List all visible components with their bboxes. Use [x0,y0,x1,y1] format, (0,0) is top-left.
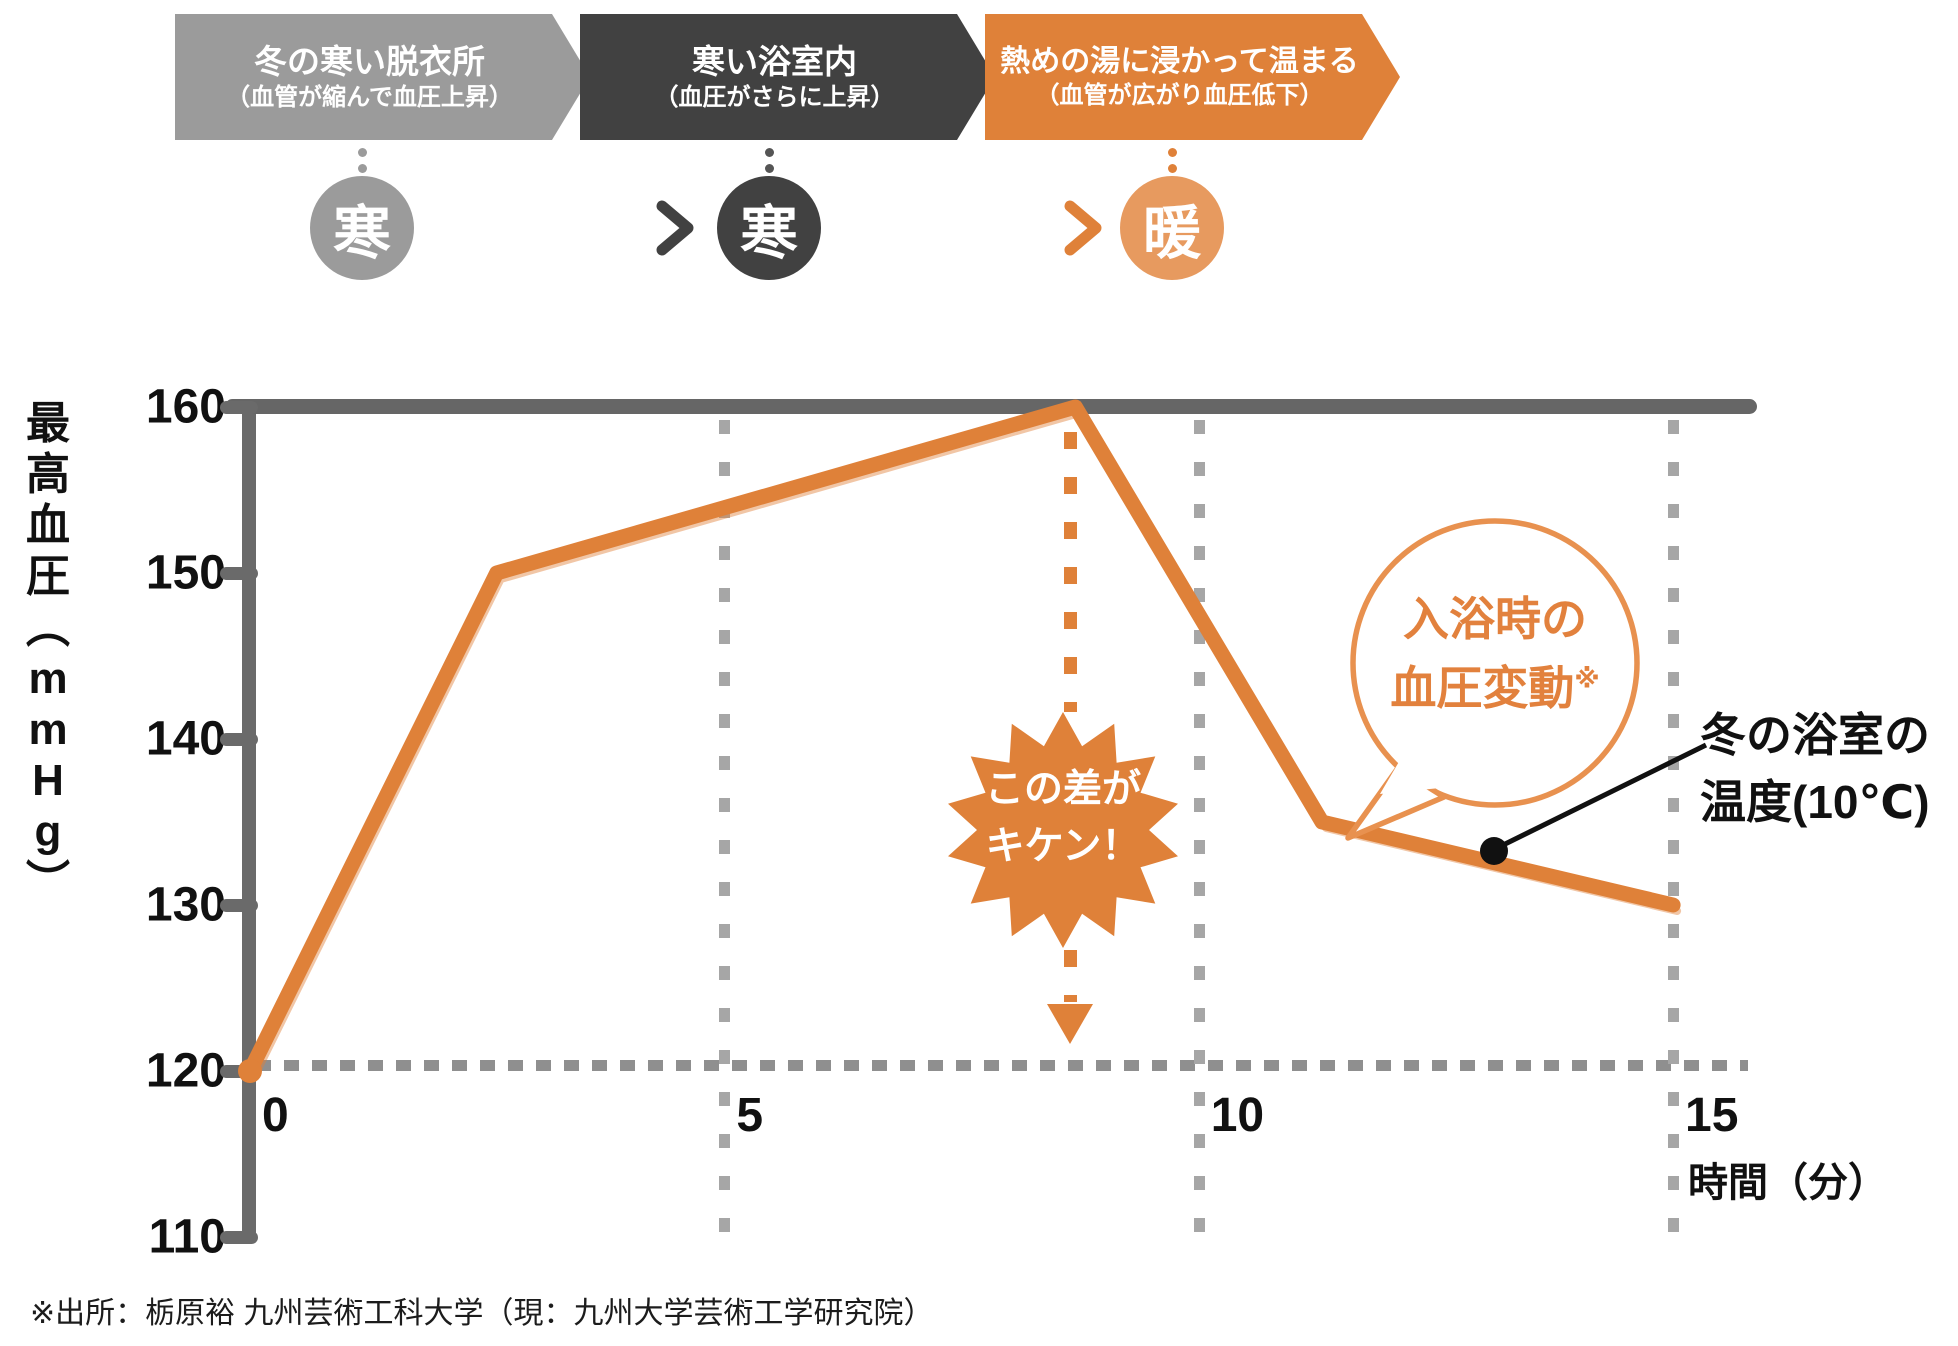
winter-bathroom-temp-label: 冬の浴室の 温度(10℃) [1700,702,1930,835]
y-tick-mark [220,733,258,746]
flow-step-subtitle: （血管が広がり血圧低下） [1035,82,1324,110]
danger-line1: この差が [984,768,1141,811]
x-axis-title: 時間（分） [1688,1161,1888,1205]
temp-line1: 冬の浴室の [1700,709,1930,761]
flow-step-title: 熱めの湯に浸かって温まる [1000,44,1359,78]
gridline-vertical [719,420,731,1252]
connector-dot [765,164,774,173]
flow-step-cold-dressing-room: 冬の寒い脱衣所 （血管が縮んで血圧上昇） [175,14,590,140]
speech-bubble-tail-cover [1380,760,1440,794]
y-tick-mark [220,899,258,912]
y-tick-label: 110 [148,1210,226,1264]
curve-start-point [238,1059,262,1083]
bubble-line2: 血圧変動 [1390,662,1575,714]
y-axis-title-char: 圧 [26,552,70,602]
flow-step-hot-bath: 熱めの湯に浸かって温まる （血管が広がり血圧低下） [985,14,1400,140]
y-axis-title-char: 高 [26,450,70,500]
y-axis-title-char: m [28,705,68,755]
arrow-cold-to-warm-icon [826,200,1102,256]
badge-cold-1: 寒 [310,176,414,280]
badge-label: 寒 [332,201,391,266]
y-tick-mark [220,401,258,414]
connector-dot [1168,148,1177,157]
x-tick-label: 10 [1210,1089,1265,1142]
y-tick-label: 120 [145,1044,226,1098]
gap-arrowhead-icon [1047,1004,1093,1044]
curve-series [242,399,1681,1079]
y-tick-label: 140 [145,712,226,766]
y-axis-title-char: m [28,654,68,704]
gridline-vertical [1193,420,1205,1252]
y-tick-label: 130 [145,878,226,932]
connector-dot [358,164,367,173]
flow-step-subtitle: （血圧がさらに上昇） [654,84,895,112]
flow-step-subtitle: （血管が縮んで血圧上昇） [226,84,513,112]
y-tick-label: 160 [145,380,226,434]
x-tick-label: 15 [1685,1089,1739,1142]
badge-warm: 暖 [1120,176,1224,280]
x-tick-label: 5 [736,1089,764,1142]
bubble-label: 入浴時の 血圧変動※ [1355,585,1635,723]
danger-label: この差が キケン！ [963,762,1163,875]
flow-step-title: 寒い浴室内 [692,42,857,80]
gap-dashed-line [1064,432,1077,712]
y-axis-title-char: g [34,807,62,857]
data-point-marker [1480,837,1508,865]
y-axis-title-char: H [32,756,64,806]
source-note: ※出所：栃原裕 九州芸術工科大学（現：九州大学芸術工学研究院） [30,1297,934,1330]
y-axis-title-char: 血 [26,501,70,551]
y-axis-line [242,399,256,1239]
flow-step-cold-bathroom: 寒い浴室内 （血圧がさらに上昇） [580,14,995,140]
danger-line2: キケン！ [985,824,1141,868]
gap-dashed-line [1064,950,1077,1002]
gridline-vertical [1668,420,1680,1252]
leader-line [1493,742,1708,852]
y-tick-label: 150 [145,546,226,600]
speech-bubble-circle [1350,518,1640,808]
x-tick-label: 0 [262,1089,289,1142]
connector-dot [1168,164,1177,173]
arrow-cold-to-cold-icon [418,200,694,256]
y-axis-title-char: 最 [26,399,70,448]
connector-dot [765,148,774,157]
y-axis-title-char: ︶ [26,858,70,908]
y-tick-mark [220,567,258,580]
bubble-footnote-mark: ※ [1574,663,1600,694]
connector-dot [358,148,367,157]
gridline-120-dotted [256,1060,1748,1071]
y-tick-mark [220,1231,258,1244]
danger-starburst [948,712,1178,948]
badge-label: 暖 [1142,201,1201,266]
badge-label: 寒 [739,201,798,266]
badge-cold-2: 寒 [717,176,821,280]
bubble-line1: 入浴時の [1403,593,1587,645]
y-axis-title-char: ︵ [26,603,70,653]
temp-line2: 温度(10℃) [1700,775,1930,828]
flow-step-title: 冬の寒い脱衣所 [254,42,485,80]
gridline-160 [225,399,1757,414]
